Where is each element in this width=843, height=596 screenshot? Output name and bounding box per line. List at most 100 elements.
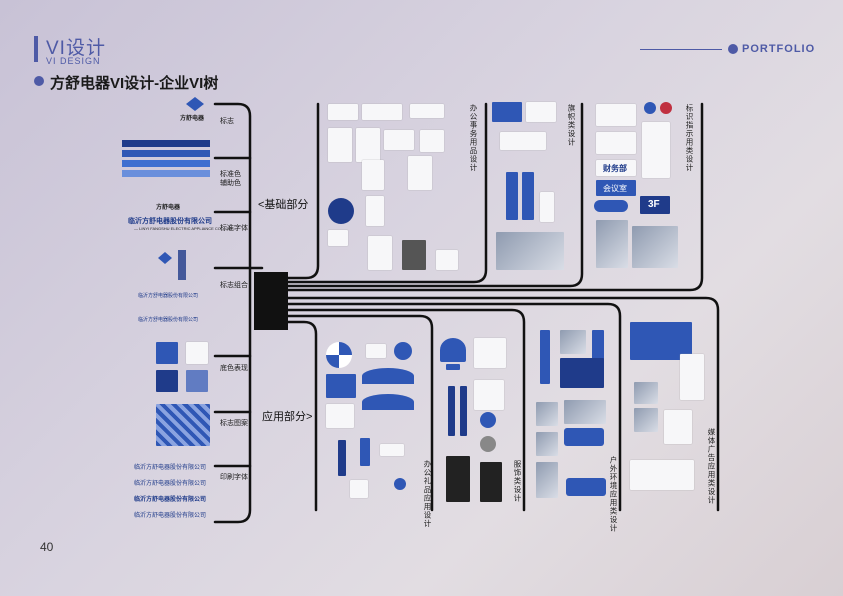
page-number: 40	[40, 540, 54, 554]
section-dot-icon	[34, 76, 44, 86]
outdoor-pillar	[540, 330, 550, 384]
letterhead-1	[328, 128, 352, 162]
brochure	[664, 410, 692, 444]
cap	[440, 338, 466, 362]
logo-mark-icon	[186, 97, 204, 111]
notebook	[402, 240, 426, 270]
folder-2	[368, 236, 392, 270]
suit-1	[446, 456, 470, 502]
app-branch-2	[285, 302, 622, 512]
envelope-1	[328, 104, 358, 120]
banner-1	[506, 172, 518, 220]
male-sign-icon	[644, 102, 656, 114]
lighter	[360, 438, 370, 466]
logo-text: 方舒电器	[180, 116, 205, 122]
print-font-2: 临沂方舒电器股份有限公司	[134, 481, 207, 487]
tshirt	[474, 380, 504, 410]
usb-drive	[380, 444, 404, 456]
umbrella	[326, 342, 352, 368]
combo-logo-icon	[158, 252, 172, 264]
label-gifts: 办公礼品应用设计	[423, 460, 432, 528]
basic-branch-3	[285, 102, 584, 288]
button-pin	[394, 342, 412, 360]
color-bar-3	[122, 160, 210, 167]
page-header-title: VI设计	[46, 38, 106, 59]
arrow-sign	[594, 200, 628, 212]
meeting-sign: 会议室	[596, 180, 636, 196]
watch	[338, 440, 346, 476]
tree-trunk-block	[254, 272, 288, 330]
office-photo-3	[536, 432, 558, 456]
polo-shirt	[474, 338, 506, 368]
folder	[384, 130, 414, 150]
company-car	[564, 428, 604, 446]
tote-bag	[326, 404, 354, 428]
floor-sign-text: 3F	[648, 199, 660, 210]
print-font-4: 临沂方舒电器股份有限公司	[134, 513, 207, 519]
outdoor-photo	[536, 462, 558, 498]
combo-company-name: 临沂方舒电器股份有限公司	[138, 293, 199, 299]
ad-poster-2	[680, 354, 704, 400]
bg-tile-1	[156, 342, 178, 364]
tie-1	[448, 386, 455, 436]
label-flags: 旗帜类设计	[567, 104, 576, 147]
billboard	[560, 358, 604, 388]
ad-poster-1	[630, 322, 692, 360]
label-font: 标准字体	[220, 225, 248, 232]
company-name-en: — LINYI FANGSHU ELECTRIC APPLIANCE CO., …	[134, 226, 237, 231]
bg-tile-4	[186, 370, 208, 392]
catalog	[630, 460, 694, 490]
portfolio-dot-icon	[728, 44, 738, 54]
label-combination: 标志组合	[220, 282, 248, 289]
sign-plate-2	[596, 132, 636, 154]
paper-cup-2	[362, 394, 414, 410]
color-bar-1	[122, 140, 210, 147]
signage-photo-1	[596, 220, 628, 268]
office-photo-2	[564, 400, 606, 424]
company-bus	[566, 478, 606, 496]
label-office: 办公事务用品设计	[469, 104, 478, 172]
app-branch-5	[285, 320, 318, 512]
basic-branch-2	[285, 102, 488, 284]
app-branch-3	[285, 308, 526, 512]
meeting-sign-text: 会议室	[603, 184, 627, 193]
floor-sign: 3F	[640, 196, 670, 214]
ad-photo-1	[634, 382, 658, 404]
envelope-2	[362, 104, 402, 120]
label-apparel: 服饰类设计	[513, 460, 522, 503]
label-pattern: 标志图案	[220, 420, 248, 427]
storefront-photo	[560, 330, 586, 354]
label-colors: 标准色 辅助色	[220, 171, 241, 187]
application-branch-label: 应用部分>	[262, 411, 313, 423]
flag-2	[526, 102, 556, 122]
portfolio-label: PORTFOLIO	[742, 43, 816, 55]
tie-2	[460, 386, 467, 436]
cap-brim	[446, 364, 460, 370]
flag-1	[492, 102, 522, 122]
brand-pattern	[156, 404, 210, 446]
signage-photo-2	[632, 226, 678, 268]
app-branch-4	[285, 314, 434, 512]
paper-cup-1	[362, 368, 414, 384]
finance-sign: 财务部	[596, 160, 636, 176]
print-font-1: 临沂方舒电器股份有限公司	[134, 465, 207, 471]
paper-bag	[366, 196, 384, 226]
label-print-font: 印刷字体	[220, 474, 248, 481]
label-logo: 标志	[220, 118, 234, 125]
badge	[366, 344, 386, 358]
color-bar-2	[122, 150, 210, 157]
company-name-cn: 临沂方舒电器股份有限公司	[128, 218, 212, 225]
left-spine-line	[213, 102, 252, 524]
font-logo-text: 方舒电器	[156, 205, 181, 211]
finance-sign-text: 财务部	[603, 164, 627, 173]
female-sign-icon	[660, 102, 672, 114]
notepad	[362, 160, 384, 190]
bg-tile-2	[186, 342, 208, 364]
desk-flag	[500, 132, 546, 150]
mug-2	[350, 480, 368, 498]
suit-2	[480, 462, 502, 502]
mug	[436, 250, 458, 270]
sign-plate-1	[596, 104, 636, 126]
document-bag	[408, 156, 432, 190]
